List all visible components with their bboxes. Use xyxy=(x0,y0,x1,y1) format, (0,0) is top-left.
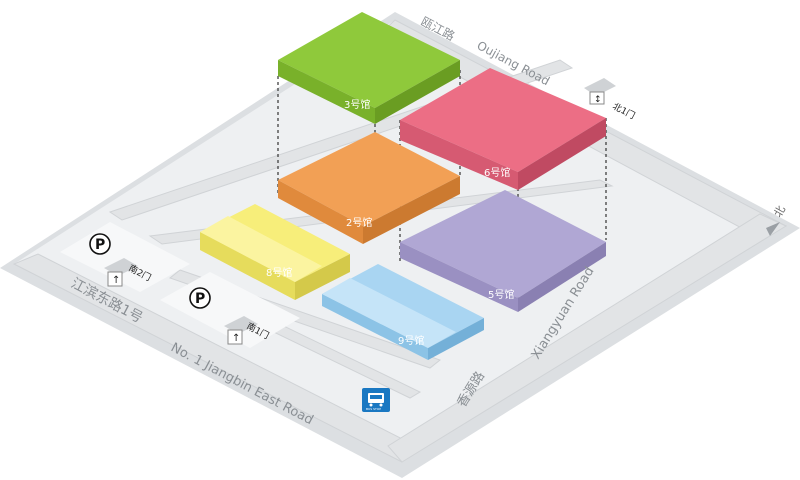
parking-icon: P xyxy=(95,237,105,253)
parking-icon: P xyxy=(195,291,205,307)
hall-2[interactable]: 2号馆 xyxy=(278,132,460,244)
hall-6[interactable]: 6号馆 xyxy=(400,68,606,190)
gate-north-1-label: 北1门 xyxy=(611,100,638,122)
bus-stop[interactable]: BUS STOP xyxy=(362,388,390,412)
hall-9[interactable]: 9号馆 xyxy=(322,264,484,360)
hall-3[interactable]: 3号馆 xyxy=(278,12,460,124)
hall-8[interactable]: 8号馆 xyxy=(200,204,350,300)
gate-arrow-icon: ↑ xyxy=(112,275,120,286)
bus-icon-label: BUS STOP xyxy=(366,407,381,411)
parking-1[interactable]: P xyxy=(89,233,111,255)
gate-arrow-icon: ↑ xyxy=(232,333,240,344)
hall-5-label: 5号馆 xyxy=(488,288,514,301)
hall-8-label: 8号馆 xyxy=(266,266,292,279)
hall-5[interactable]: 5号馆 xyxy=(400,190,606,312)
road-xiangyuan xyxy=(387,213,788,463)
gate-arrow-icon: ↕ xyxy=(594,95,602,105)
north-arrow-icon xyxy=(766,222,780,236)
hall-3-label: 3号馆 xyxy=(344,98,370,111)
hall-6-label: 6号馆 xyxy=(484,166,510,179)
hall-9-label: 9号馆 xyxy=(398,334,424,347)
hall-2-label: 2号馆 xyxy=(346,216,372,229)
parking-2[interactable]: P xyxy=(189,287,211,309)
